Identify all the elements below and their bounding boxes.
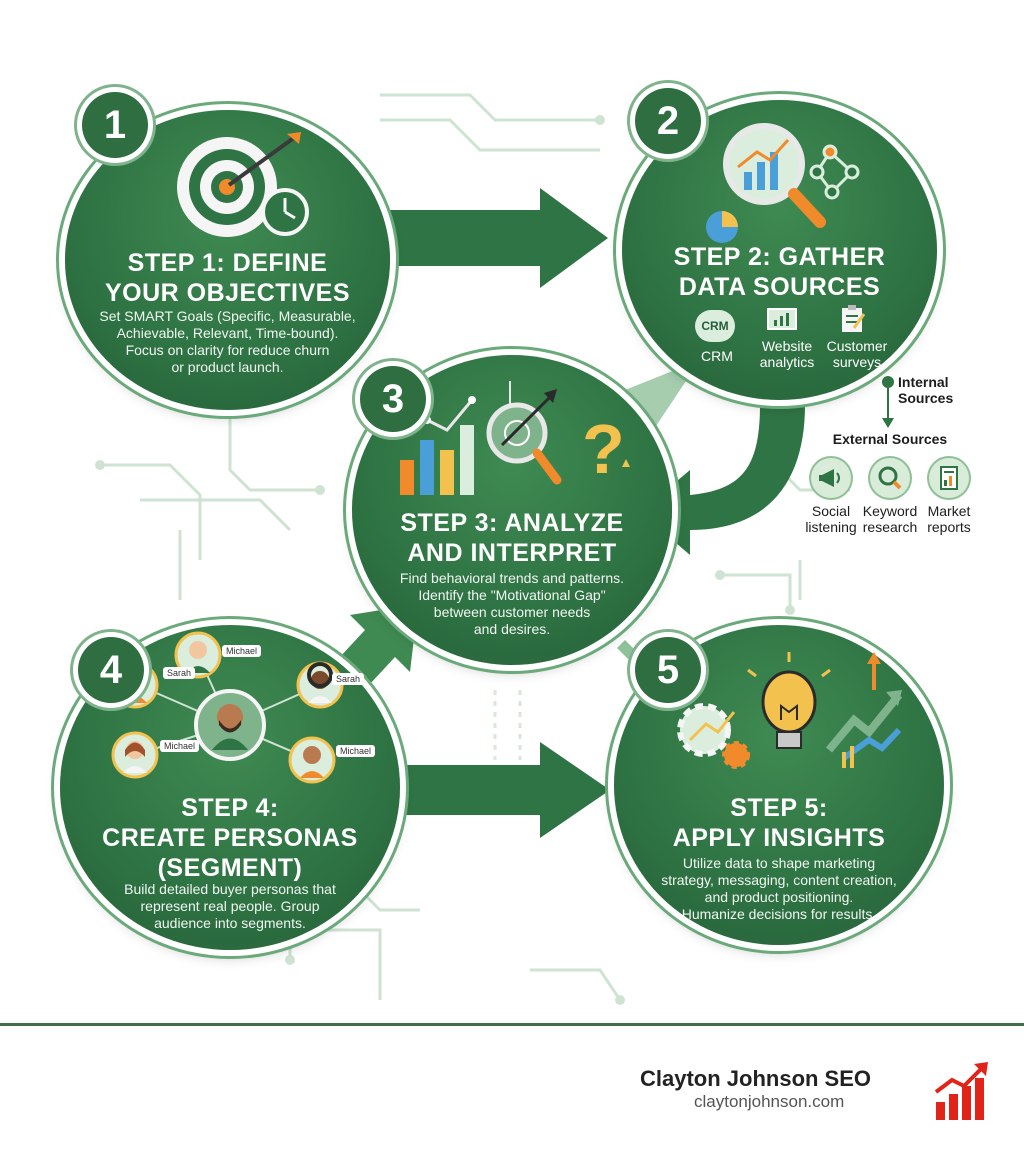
step-5-number-badge: 5 xyxy=(635,637,701,703)
target-arrow-icon xyxy=(167,132,317,247)
avatar-michael-top xyxy=(174,631,222,679)
avatar-center xyxy=(194,689,266,761)
avatar-michael-left xyxy=(111,731,159,779)
external-label-social-listening: Social listening xyxy=(805,503,857,535)
megaphone-icon xyxy=(811,458,851,498)
source-label-website-analytics: Website analytics xyxy=(759,338,815,370)
step-3-number-badge: 3 xyxy=(360,366,426,432)
arrow-1-to-2 xyxy=(388,188,608,288)
customer-surveys-icon xyxy=(840,304,866,334)
step-2-circle: STEP 2: GATHER DATA SOURCES CRM CRM Webs… xyxy=(622,100,937,400)
arrow-2-to-3 xyxy=(640,405,805,555)
svg-text:?: ? xyxy=(582,410,625,488)
external-label-keyword-research: Keyword research xyxy=(862,503,918,535)
footer-brand-url: claytonjohnson.com xyxy=(694,1092,845,1111)
analysis-chart-question-icon: ? xyxy=(392,375,642,510)
internal-sources-label: Internal Sources xyxy=(898,374,954,406)
external-sources-heading: External Sources xyxy=(832,431,948,447)
persona-tag-sarah: Sarah xyxy=(163,667,196,679)
persona-tag-michael-left: Michael xyxy=(160,740,200,752)
step-4-description: Build detailed buyer personas that repre… xyxy=(124,881,336,931)
arrow-4-to-5 xyxy=(400,742,610,838)
step-5-description: Utilize data to shape marketing strategy… xyxy=(661,855,897,922)
step-1-number-badge: 1 xyxy=(82,92,148,158)
external-label-market-reports: Market reports xyxy=(927,503,971,535)
persona-tag-michael-top: Michael xyxy=(222,645,262,657)
step-1-description: Set SMART Goals (Specific, Measurable, A… xyxy=(99,308,356,375)
step-1-title: STEP 1: DEFINE YOUR OBJECTIVES xyxy=(104,249,351,307)
step-4-title: STEP 4: CREATE PERSONAS (SEGMENT) xyxy=(102,794,358,882)
magnifier-chart-icon xyxy=(702,112,872,252)
step-3-description: Find behavioral trends and patterns. Ide… xyxy=(399,570,625,637)
insights-lightbulb-growth-icon xyxy=(664,640,904,775)
step-4-number-badge: 4 xyxy=(78,637,144,703)
crm-source-icon: CRM xyxy=(695,310,735,342)
persona-tag-sarah-right: Sarah xyxy=(332,673,365,685)
avatar-michael-right xyxy=(288,736,336,784)
step-2-number-badge: 2 xyxy=(635,88,701,154)
brand-logo-icon xyxy=(934,1062,988,1120)
avatar-sarah-right xyxy=(296,661,344,709)
internal-to-external-connector xyxy=(882,376,894,428)
step-2-title: STEP 2: GATHER DATA SOURCES xyxy=(673,243,886,301)
step-3-title: STEP 3: ANALYZE AND INTERPRET xyxy=(400,509,624,567)
step-5-title: STEP 5: APPLY INSIGHTS xyxy=(672,794,886,852)
footer-brand-name: Clayton Johnson SEO xyxy=(640,1066,872,1091)
source-label-crm: CRM xyxy=(701,348,733,364)
market-report-icon xyxy=(929,458,969,498)
arrow-2-to-3-faint xyxy=(560,360,700,440)
source-label-customer-surveys: Customer surveys xyxy=(826,338,888,370)
website-analytics-icon xyxy=(767,308,797,332)
step-1-circle: STEP 1: DEFINE YOUR OBJECTIVES Set SMART… xyxy=(65,110,390,410)
keyword-search-icon xyxy=(870,458,910,498)
footer-divider xyxy=(0,1023,1024,1026)
persona-tag-michael-right: Michael xyxy=(336,745,376,757)
